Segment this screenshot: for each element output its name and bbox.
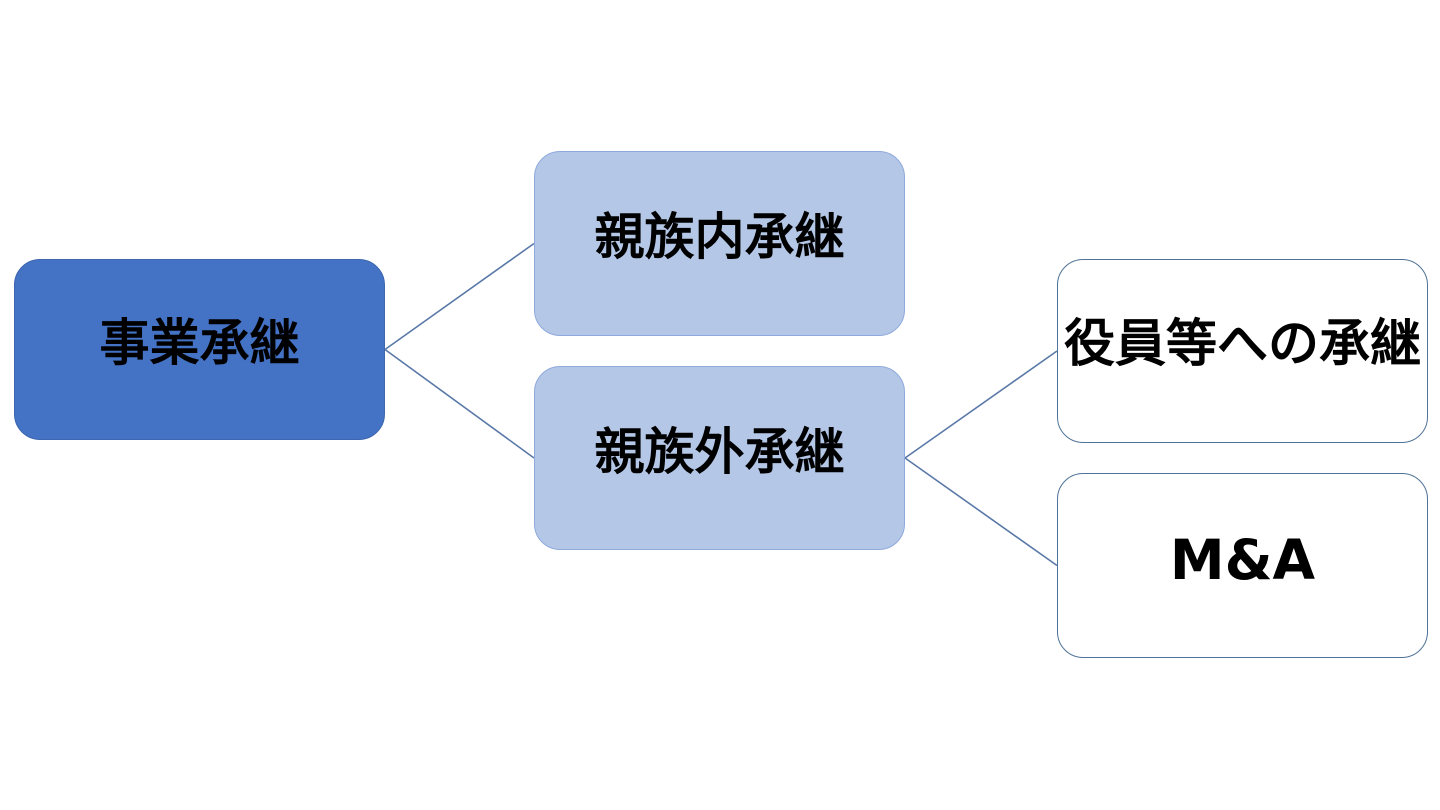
node-business-succession: 事業承継 — [14, 259, 385, 440]
connector-family-external-to-executives — [904, 350, 1058, 459]
node-family-external-succession: 親族外承継 — [534, 366, 905, 550]
node-label: 事業承継 — [99, 314, 300, 372]
connector-root-to-family-internal — [384, 242, 535, 351]
node-executive-succession: 役員等への承継 — [1057, 259, 1428, 443]
node-family-internal-succession: 親族内承継 — [534, 151, 905, 336]
node-label: 親族外承継 — [594, 422, 845, 481]
node-label: 親族内承継 — [594, 208, 845, 266]
connector-root-to-family-external — [384, 348, 535, 459]
node-label: 役員等への承継 — [1063, 314, 1421, 374]
node-ma: M&A — [1057, 473, 1428, 658]
node-label: M&A — [1169, 528, 1316, 593]
connector-family-external-to-ma — [904, 457, 1058, 567]
